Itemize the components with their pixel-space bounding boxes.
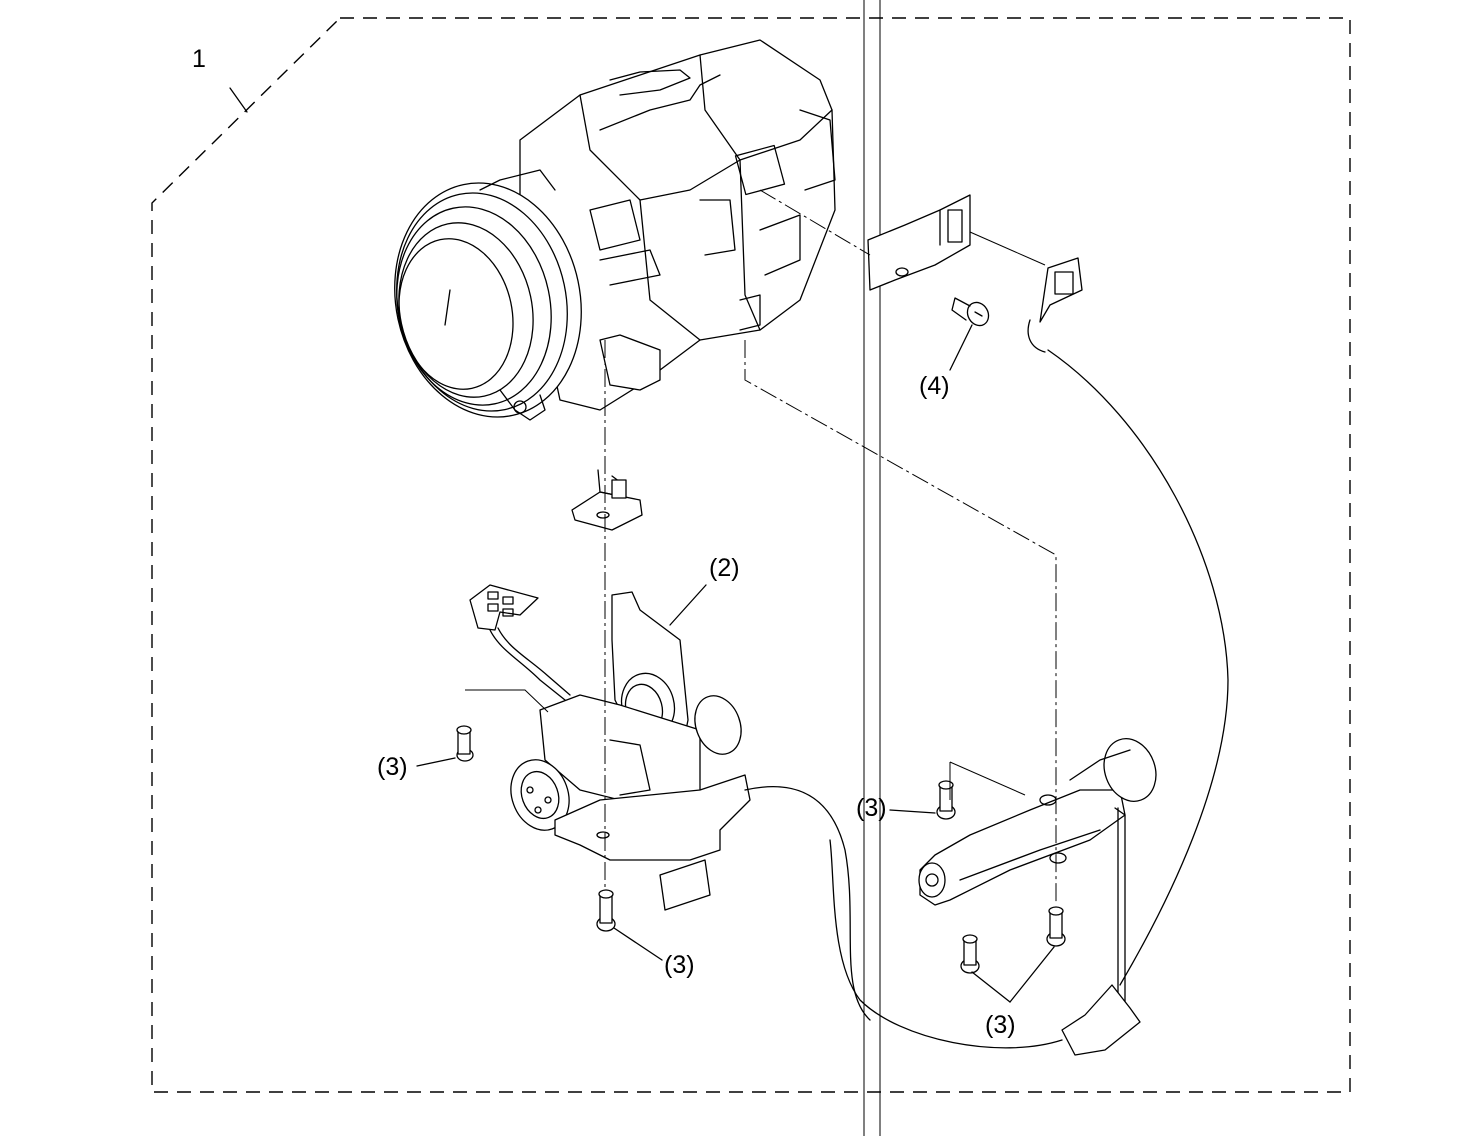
- lens-barrel-unit: [394, 39, 836, 421]
- screw-3-right-upper: [936, 780, 956, 820]
- alignment-lines: [465, 189, 1057, 905]
- callout-screw-3-right-upper: (3): [856, 794, 887, 822]
- fold-lines: [863, 0, 881, 1136]
- connector-right: [1027, 257, 1229, 986]
- motor-assembly-left: [510, 694, 751, 911]
- motor-assembly-right: [829, 738, 1157, 1056]
- screw-3-left: [456, 725, 474, 762]
- screw-3-bottom: [596, 889, 616, 932]
- screw-3-right-lower-b: [1046, 906, 1066, 947]
- assembly-boundary: [151, 17, 1351, 1093]
- sensor-block: [571, 469, 643, 531]
- callout-screw-3-bottom: (3): [664, 951, 695, 979]
- screw-3-right-lower-a: [960, 934, 980, 974]
- leader-lines: [416, 324, 1055, 1003]
- interconnect-cable: [744, 785, 871, 1021]
- flex-plate-top: [867, 194, 971, 291]
- flex-tab-left: [469, 584, 571, 701]
- screw-4: [951, 297, 990, 327]
- callout-screw-3-right-lower: (3): [985, 1011, 1016, 1039]
- callout-bracket-2: (2): [709, 554, 740, 582]
- callout-assembly-1: 1: [192, 45, 206, 73]
- callout-screw-4: (4): [919, 372, 950, 400]
- callout-screw-3-left: (3): [377, 753, 408, 781]
